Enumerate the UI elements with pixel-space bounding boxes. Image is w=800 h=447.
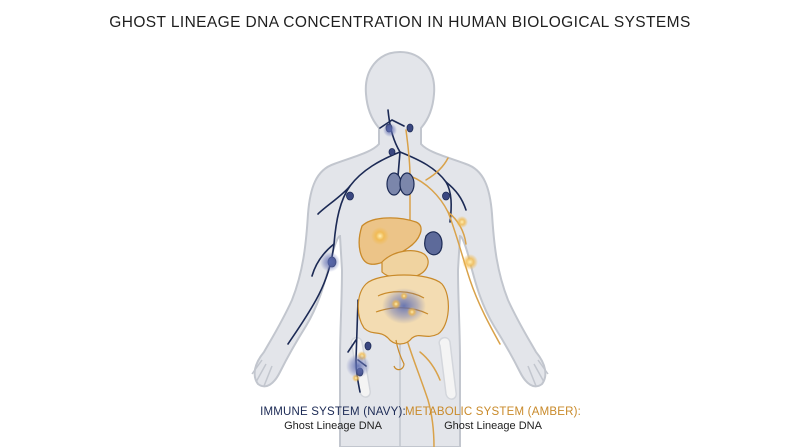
- legend-metabolic-subtext: Ghost Lineage DNA: [444, 420, 542, 432]
- legend-immune: IMMUNE SYSTEM (NAVY): Ghost Lineage DNA: [248, 405, 418, 433]
- thymus-icon: [386, 172, 415, 196]
- page-title: GHOST LINEAGE DNA CONCENTRATION IN HUMAN…: [109, 14, 691, 31]
- spleen-icon: [424, 231, 443, 256]
- legend-immune-heading: IMMUNE SYSTEM (NAVY):: [260, 406, 406, 418]
- immune-hotspots: [320, 123, 397, 378]
- legend-metabolic: METABOLIC SYSTEM (AMBER): Ghost Lineage …: [398, 405, 588, 433]
- hands: [251, 359, 549, 387]
- legend-immune-subtext: Ghost Lineage DNA: [284, 420, 382, 432]
- legend-metabolic-heading: METABOLIC SYSTEM (AMBER):: [404, 406, 582, 418]
